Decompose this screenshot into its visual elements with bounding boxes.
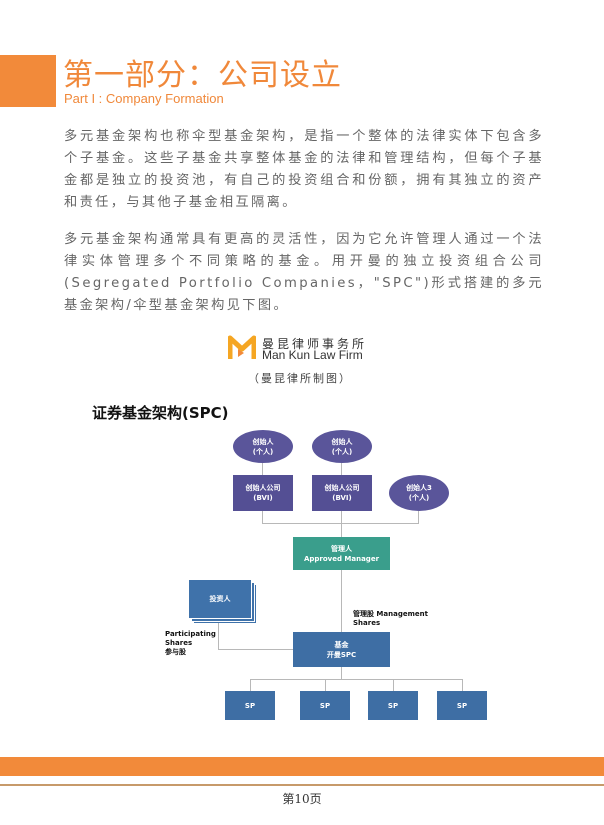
node-founder-company-1: 创始人公司(BVI) xyxy=(233,475,293,511)
connector-line xyxy=(250,679,463,680)
node-founder-1: 创始人(个人) xyxy=(233,430,293,463)
connector-line xyxy=(462,679,463,691)
connector-line xyxy=(262,523,419,524)
node-sp: SP xyxy=(368,691,418,720)
connector-line xyxy=(341,667,342,679)
firm-name-en: Man Kun Law Firm xyxy=(262,348,363,362)
connector-line xyxy=(393,679,394,691)
node-fund-spc: 基金开曼SPC xyxy=(293,632,390,667)
page-number: 第10页 xyxy=(282,792,322,806)
node-investor: 投资人 xyxy=(188,579,252,619)
node-sp: SP xyxy=(300,691,350,720)
node-founder-3: 创始人3(个人) xyxy=(389,475,449,511)
footer-band xyxy=(0,757,604,776)
paragraph-1: 多元基金架构也称伞型基金架构，是指一个整体的法律实体下包含多个子基金。这些子基金… xyxy=(64,129,544,210)
section-subtitle: Part I : Company Formation xyxy=(64,91,224,106)
section-accent-block xyxy=(0,55,56,107)
figure-credit: （曼昆律所制图） xyxy=(248,372,352,385)
section-title: 第一部分：公司设立 xyxy=(63,58,342,93)
footer-rule xyxy=(0,784,604,786)
connector-line xyxy=(218,649,293,650)
connector-line xyxy=(218,622,219,649)
node-sp: SP xyxy=(225,691,275,720)
node-founder-2: 创始人(个人) xyxy=(312,430,372,463)
firm-name-cn: 曼昆律师事务所 xyxy=(262,337,368,351)
connector-line xyxy=(418,511,419,523)
node-founder-company-2: 创始人公司(BVI) xyxy=(312,475,372,511)
paragraph-2: 多元基金架构通常具有更高的灵活性，因为它允许管理人通过一个法律实体管理多个不同策… xyxy=(64,232,544,313)
firm-logo-icon xyxy=(228,335,256,359)
node-sp: SP xyxy=(437,691,487,720)
connector-line xyxy=(250,679,251,691)
diagram-title: 证券基金架构(SPC) xyxy=(92,404,229,422)
connector-line xyxy=(325,679,326,691)
